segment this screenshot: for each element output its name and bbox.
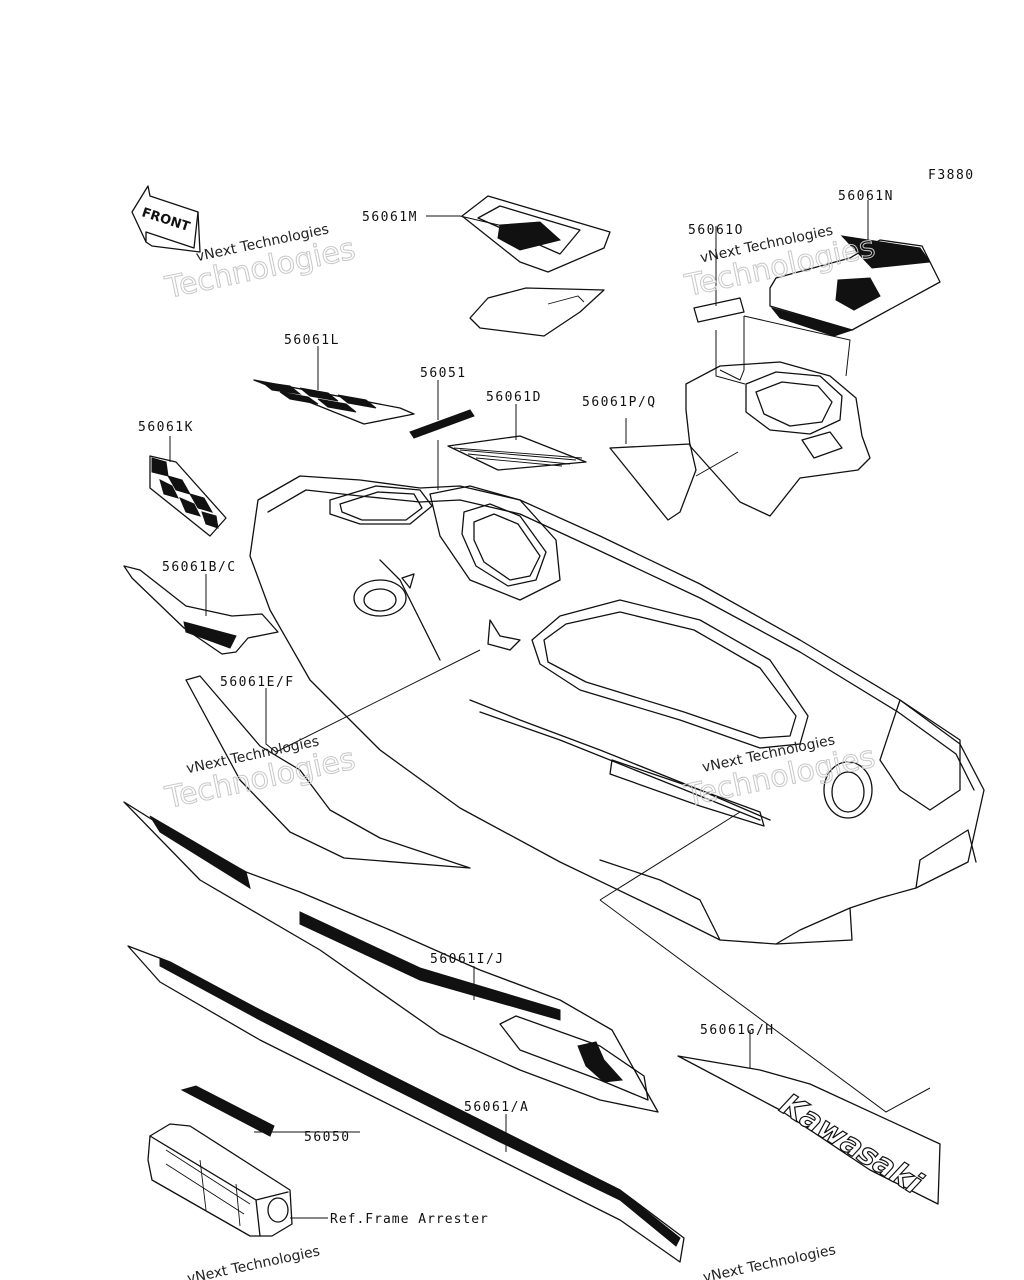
frame-arrester [147,1123,293,1237]
watermark-bottom-right: vNext Technologies [702,1242,838,1280]
decal-56061ij [123,801,659,1113]
decal-56061pq [609,443,697,521]
decal-56061l [253,379,415,425]
label-56061gh: 56061G/H [700,1023,775,1038]
watermark-mid-left: vNext Technologies Technologies [161,733,359,816]
label-56061d: 56061D [486,390,542,405]
label-56061bc: 56061B/C [162,560,237,575]
decal-56061d [447,435,587,471]
label-56061o: 56061O [688,223,744,238]
watermark-bottom-left: vNext Technologies [186,1243,322,1280]
hull-body [249,475,985,945]
watermark-line1: vNext Technologies [186,1243,322,1280]
decal-56061n [769,235,941,337]
decal-56061o [693,297,745,323]
decal-56061bc [123,565,279,655]
label-56061ij: 56061I/J [430,952,505,967]
label-56061n: 56061N [838,189,894,204]
figure-code: F3880 [928,168,975,183]
decal-56061m [461,195,611,337]
decal-56061gh: Kawasaki [677,1055,941,1205]
label-56050: 56050 [304,1130,351,1145]
watermark-line1: vNext Technologies [702,1242,838,1280]
decal-56050 [180,1085,275,1137]
label-56051: 56051 [420,366,467,381]
label-56061a: 56061/A [464,1100,529,1115]
watermark-mid-right: vNext Technologies Technologies [681,732,879,814]
decal-56061ef [185,675,471,869]
rear-hood-part [685,361,871,517]
front-arrow-icon: FRONT [131,185,201,253]
decal-56061a [127,945,685,1263]
label-56061m: 56061M [362,210,418,225]
front-arrow-label: FRONT [140,205,192,235]
label-56061l: 56061L [284,333,340,348]
label-56061ef: 56061E/F [220,675,295,690]
leader-lines [169,200,931,1219]
decal-56061k [149,455,227,537]
decal-56051 [409,409,475,439]
label-56061k: 56061K [138,420,194,435]
decal-text-kawasaki: Kawasaki [774,1087,929,1202]
label-56061pq: 56061P/Q [582,395,657,410]
reference-frame-arrester: Ref.Frame Arrester [330,1212,489,1227]
